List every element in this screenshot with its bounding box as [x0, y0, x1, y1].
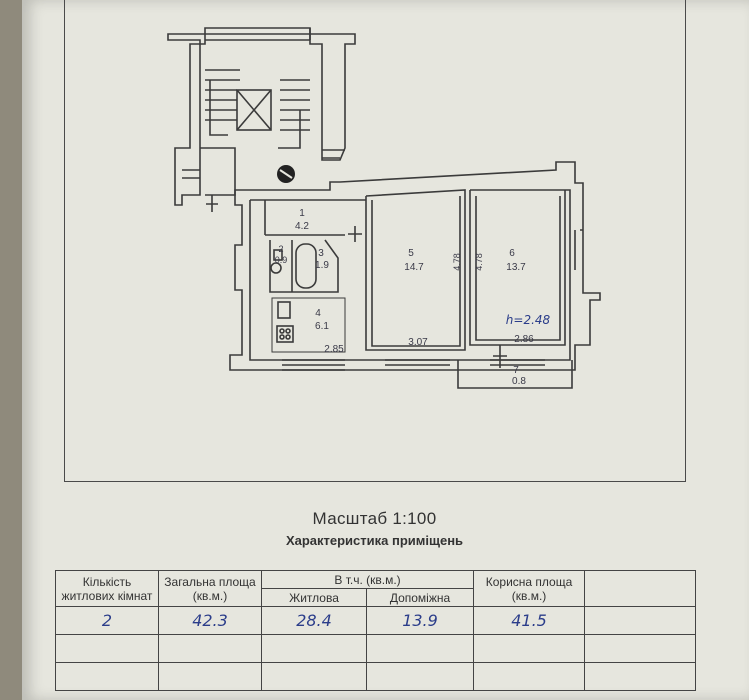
- header-total-area: Загальна площа (кв.м.): [158, 570, 262, 607]
- room-5-area: 14.7: [404, 262, 424, 273]
- rooms-characteristics-table: Кількість житлових кімнат Загальна площа…: [55, 570, 697, 691]
- room-5-number: 5: [408, 248, 414, 259]
- scale-label: Масштаб 1:100: [312, 509, 437, 528]
- empty-cell: [365, 634, 475, 663]
- empty-cell: [584, 662, 697, 691]
- value-living-rooms-count: 2: [55, 606, 159, 635]
- drawing-frame: [64, 0, 686, 482]
- dim-room6-width: 2.86: [514, 334, 534, 345]
- empty-cell: [365, 662, 475, 691]
- room-7-number: 7: [513, 365, 519, 376]
- dim-room6-depth: 4.78: [474, 253, 484, 271]
- empty-cell: [261, 662, 367, 691]
- room-3-number: 3: [318, 248, 324, 259]
- room-7-area: 0.8: [512, 376, 526, 387]
- value-auxiliary-area: 13.9: [365, 606, 475, 635]
- room-6-number: 6: [509, 248, 515, 259]
- empty-cell: [158, 662, 262, 691]
- value-living-area: 28.4: [261, 606, 367, 635]
- dim-room5-depth: 4.78: [452, 253, 462, 271]
- room-1-area: 4.2: [295, 221, 309, 232]
- room-2-number: 2: [278, 244, 283, 254]
- empty-cell: [473, 662, 586, 691]
- header-living-area: Житлова: [261, 588, 367, 607]
- value-empty: [584, 606, 697, 635]
- header-auxiliary-area: Допоміжна: [365, 588, 475, 607]
- room-4-area: 6.1: [315, 321, 329, 332]
- ceiling-height: h=2.48: [506, 313, 551, 327]
- floor-plan: 1 4.2 2 0.9 3 1.9 4 6.1 5 14.7 6 13.7 7 …: [167, 27, 601, 389]
- empty-cell: [55, 634, 159, 663]
- header-living-rooms-count: Кількість житлових кімнат: [55, 570, 159, 607]
- room-1-number: 1: [299, 208, 305, 219]
- header-including: В т.ч. (кв.м.): [260, 570, 475, 589]
- empty-cell: [473, 634, 586, 663]
- room-2-area: 0.9: [275, 255, 288, 265]
- empty-cell: [55, 662, 159, 691]
- value-useful-area: 41.5: [473, 606, 586, 635]
- empty-cell: [584, 634, 697, 663]
- header-empty: [584, 570, 697, 607]
- value-total-area: 42.3: [158, 606, 262, 635]
- table-title: Характеристика приміщень: [285, 533, 464, 548]
- dim-kitchen-width: 2.85: [324, 344, 344, 355]
- room-4-number: 4: [315, 308, 321, 319]
- empty-cell: [158, 634, 262, 663]
- room-3-area: 1.9: [315, 260, 329, 271]
- empty-cell: [261, 634, 367, 663]
- room-6-area: 13.7: [506, 262, 526, 273]
- header-useful-area: Корисна площа (кв.м.): [473, 570, 586, 607]
- dim-room5-width: 3.07: [408, 337, 428, 348]
